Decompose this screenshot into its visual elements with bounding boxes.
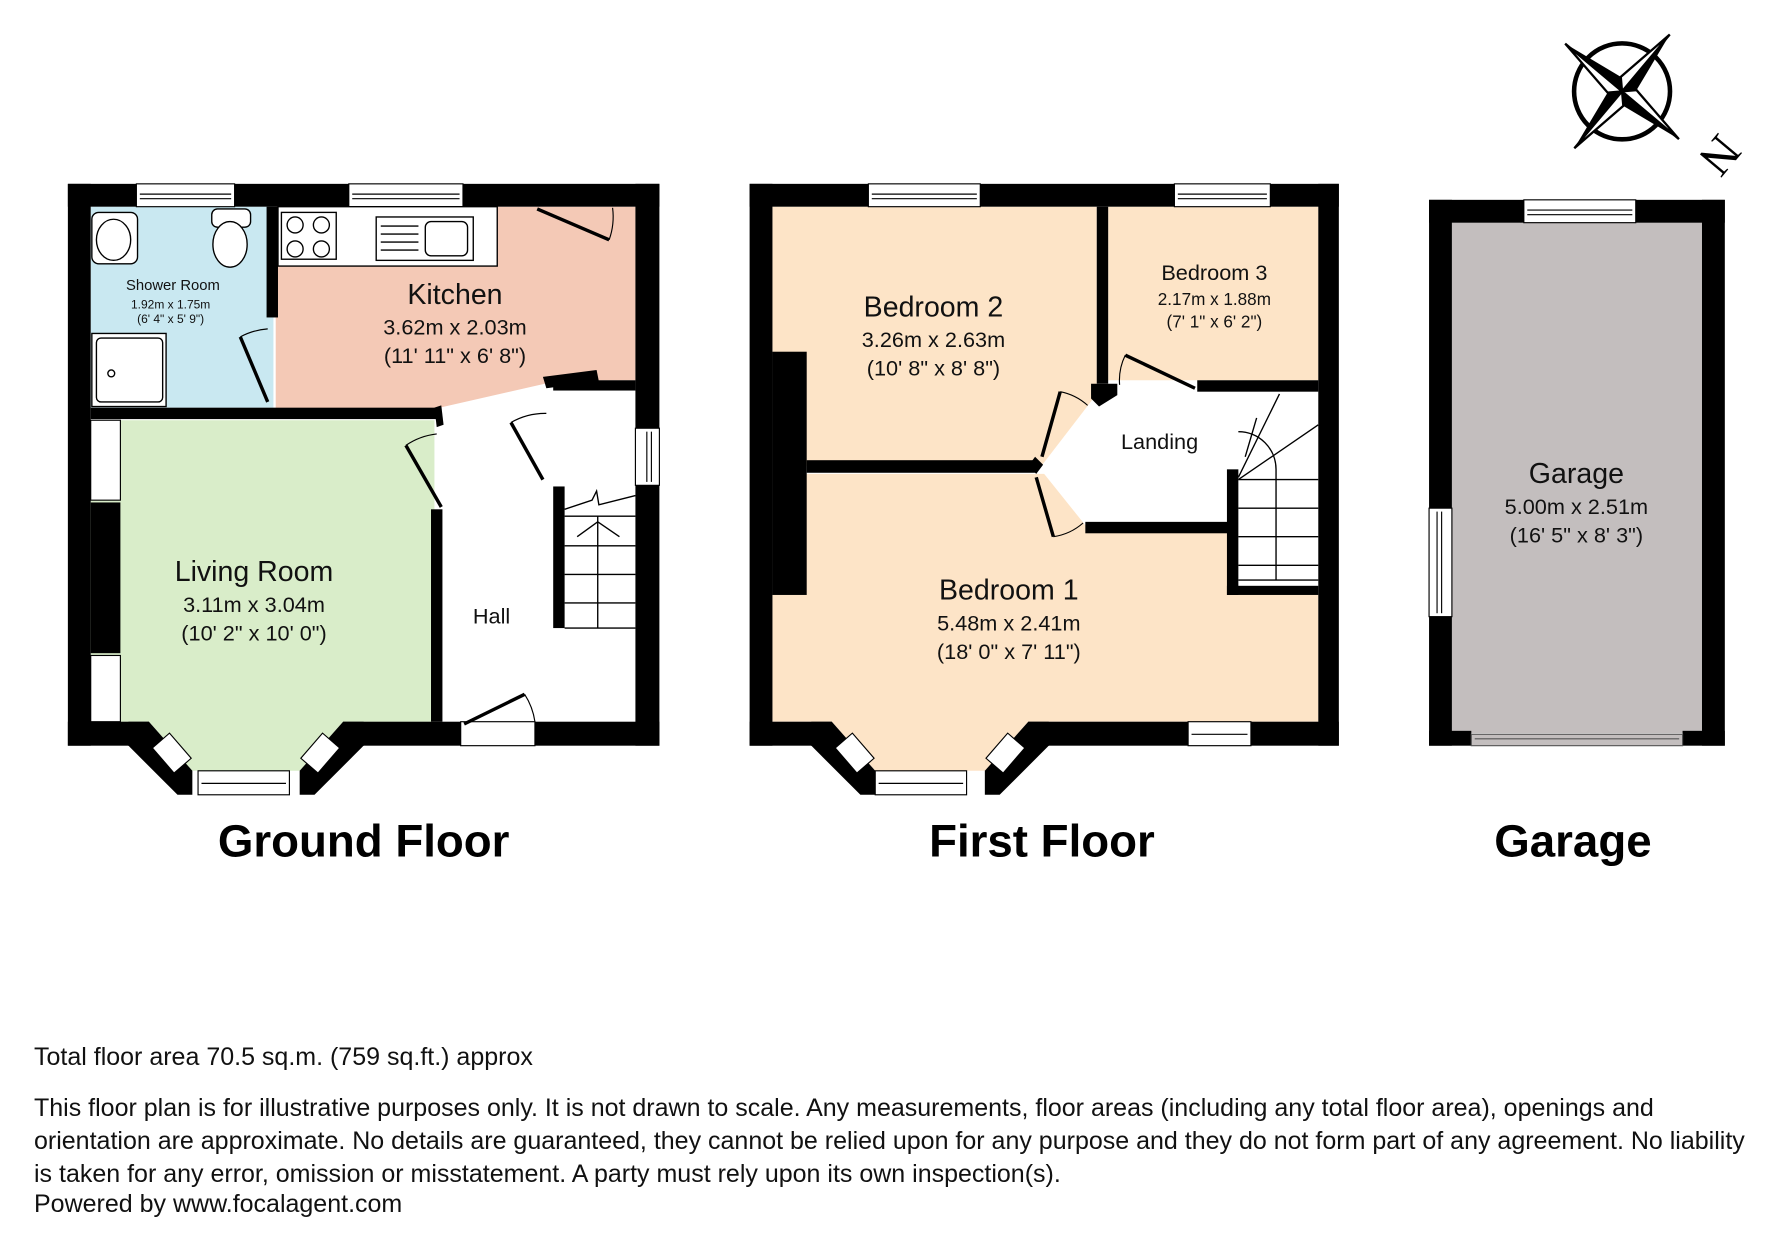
room-dims-imperial-garage: (16' 5" x 8' 3") [1510,522,1643,547]
floor-title-garage: Garage [1494,815,1651,866]
window [1428,199,1637,618]
room-dims-imperial-shower-room: (6' 4" x 5' 9") [137,312,204,326]
room-label-garage: Garage [1529,458,1624,490]
bedroom-1-area [772,473,1319,771]
staircase [1237,393,1319,581]
room-dims-imperial-bedroom-2: (10' 8" x 8' 8") [867,356,1000,381]
compass-icon: N [1564,33,1751,186]
garage-plan: Garage 5.00m x 2.51m (16' 5" x 8' 3") Ga… [1428,199,1725,866]
room-dims-shower-room: 1.92m x 1.75m [131,297,210,311]
room-dims-imperial-bedroom-3: (7' 1" x 6' 2") [1167,313,1263,332]
room-label-hall: Hall [473,603,510,628]
room-dims-imperial-kitchen: (11' 11" x 6' 8") [384,343,526,368]
ground-floor-plan: Shower Room 1.92m x 1.75m (6' 4" x 5' 9"… [67,183,660,866]
compass-north-label: N [1688,125,1751,186]
room-dims-bedroom-2: 3.26m x 2.63m [862,327,1005,352]
living-room-area [90,420,435,771]
room-label-bedroom-3: Bedroom 3 [1161,260,1267,285]
window [834,183,1271,796]
room-dims-imperial-bedroom-1: (18' 0" x 7' 11") [937,639,1081,664]
garage-area [1451,221,1702,734]
room-dims-garage: 5.00m x 2.51m [1505,494,1648,519]
disclaimer-text: This floor plan is for illustrative purp… [34,1094,1745,1188]
room-dims-living-room: 3.11m x 3.04m [183,592,325,617]
door-swings [238,207,614,726]
staircase [564,488,636,629]
window [90,183,660,796]
room-label-kitchen: Kitchen [407,279,502,311]
bedroom-3-area [1108,206,1319,381]
bedroom-2-area [772,206,1097,466]
landing-area [1039,393,1240,526]
room-dims-bedroom-1: 5.48m x 2.41m [937,610,1080,635]
powered-by-link[interactable]: Powered by www.focalagent.com [34,1190,403,1218]
bathroom-fixtures [91,208,252,408]
total-floor-area: Total floor area 70.5 sq.m. (759 sq.ft.)… [34,1043,533,1071]
first-floor-plan: Bedroom 2 3.26m x 2.63m (10' 8" x 8' 8")… [749,183,1339,866]
room-dims-bedroom-3: 2.17m x 1.88m [1158,290,1271,309]
garage-door [1470,733,1684,747]
hall-area [443,393,636,722]
room-label-living-room: Living Room [175,556,334,588]
floor-title-ground: Ground Floor [218,815,510,866]
room-label-bedroom-2: Bedroom 2 [864,291,1004,323]
door-swings [1034,353,1196,538]
room-dims-imperial-living-room: (10' 2" x 10' 0") [181,621,326,646]
floor-title-first: First Floor [929,815,1155,866]
room-label-landing: Landing [1121,429,1198,454]
room-label-bedroom-1: Bedroom 1 [939,575,1079,607]
room-label-shower-room: Shower Room [126,278,220,294]
room-dims-kitchen: 3.62m x 2.03m [383,315,526,340]
kitchen-fixtures [277,206,498,267]
